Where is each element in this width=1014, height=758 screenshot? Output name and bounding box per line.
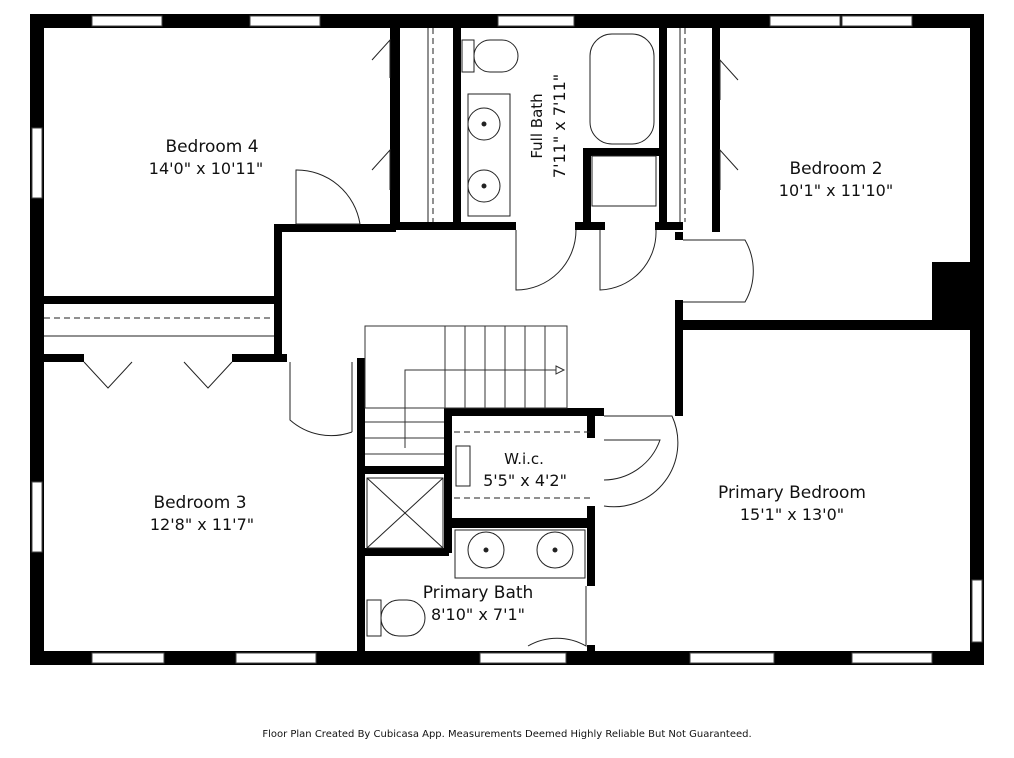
staircase — [364, 325, 568, 455]
bath-fixtures — [366, 33, 657, 637]
room-label-primary-bedroom: Primary Bedroom — [718, 483, 866, 503]
room-dims-full-bath: 7'11" x 7'11" — [550, 74, 569, 178]
room-label-bedroom3: Bedroom 3 — [153, 493, 246, 513]
room-label-primary-bath: Primary Bath — [423, 583, 534, 603]
room-dims-bedroom2: 10'1" x 11'10" — [779, 181, 893, 200]
room-label-full-bath: Full Bath — [528, 93, 546, 158]
room-dims-wic: 5'5" x 4'2" — [483, 471, 567, 490]
footer-disclaimer: Floor Plan Created By Cubicasa App. Meas… — [262, 729, 752, 740]
room-label-bedroom2: Bedroom 2 — [789, 159, 882, 179]
windows — [31, 15, 983, 664]
room-label-bedroom4: Bedroom 4 — [165, 137, 258, 157]
room-dims-bedroom4: 14'0" x 10'11" — [149, 159, 263, 178]
room-dims-bedroom3: 12'8" x 11'7" — [150, 515, 254, 534]
room-label-wic: W.i.c. — [504, 450, 544, 468]
doors — [289, 169, 754, 647]
floor-plan: Bedroom 4 14'0" x 10'11" Bedroom 2 10'1"… — [30, 14, 984, 665]
closet-doors — [44, 28, 739, 389]
room-dims-primary-bedroom: 15'1" x 13'0" — [740, 505, 844, 524]
room-dims-primary-bath: 8'10" x 7'1" — [431, 605, 525, 624]
